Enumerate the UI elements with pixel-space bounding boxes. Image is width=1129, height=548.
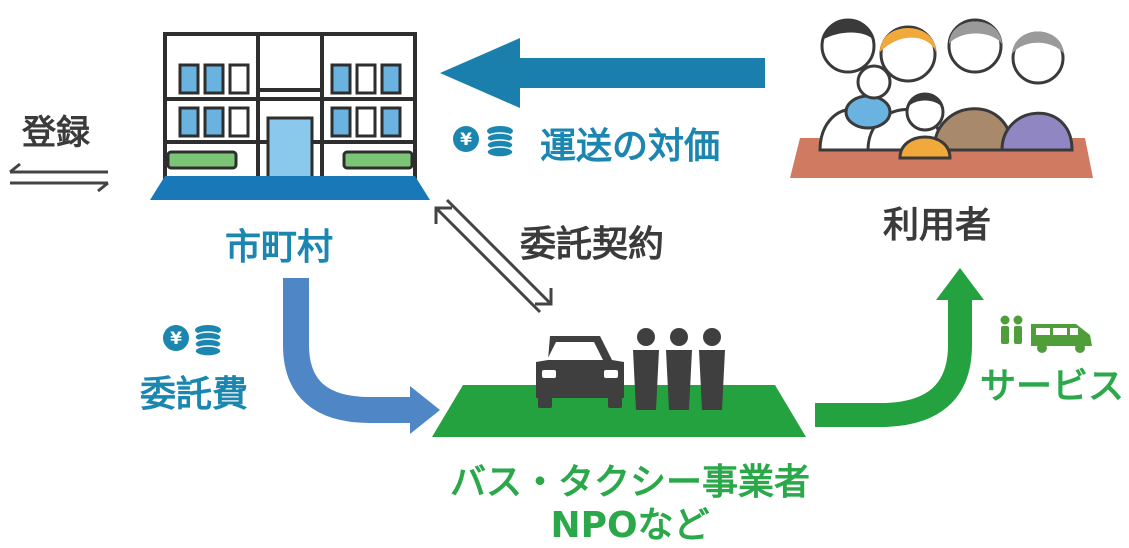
contract-arrows-icon: [434, 198, 553, 314]
commission-fee-label: 委託費: [140, 374, 249, 415]
service-people-icon: [1000, 315, 1023, 344]
registration-label: 登録: [22, 113, 90, 153]
service-label: サービス: [980, 366, 1125, 407]
yen-symbol: ¥: [460, 130, 472, 150]
payment-arrow: [440, 38, 765, 108]
municipality-label: 市町村: [225, 227, 334, 268]
coins-icon: ¥: [453, 126, 514, 158]
service-arrow: [815, 300, 972, 427]
commission-arrowhead: [410, 386, 440, 434]
commission-arrow: [283, 278, 410, 423]
family-illustration: [790, 18, 1093, 178]
staff-people-icon: [633, 328, 725, 410]
contract-label: 委託契約: [520, 224, 665, 265]
operator-label-line1: バス・タクシー事業者: [449, 462, 810, 503]
service-arrowhead: [936, 268, 984, 300]
transport-fee-label: 運送の対価: [540, 126, 721, 167]
user-label: 利用者: [883, 205, 992, 246]
city-hall-icon: [150, 32, 430, 200]
coins-icon-2: ¥: [163, 325, 222, 357]
operator-label-line2: NPOなど: [550, 505, 710, 546]
registration-arrows-icon: [9, 162, 109, 193]
yen-symbol-2: ¥: [170, 329, 182, 349]
